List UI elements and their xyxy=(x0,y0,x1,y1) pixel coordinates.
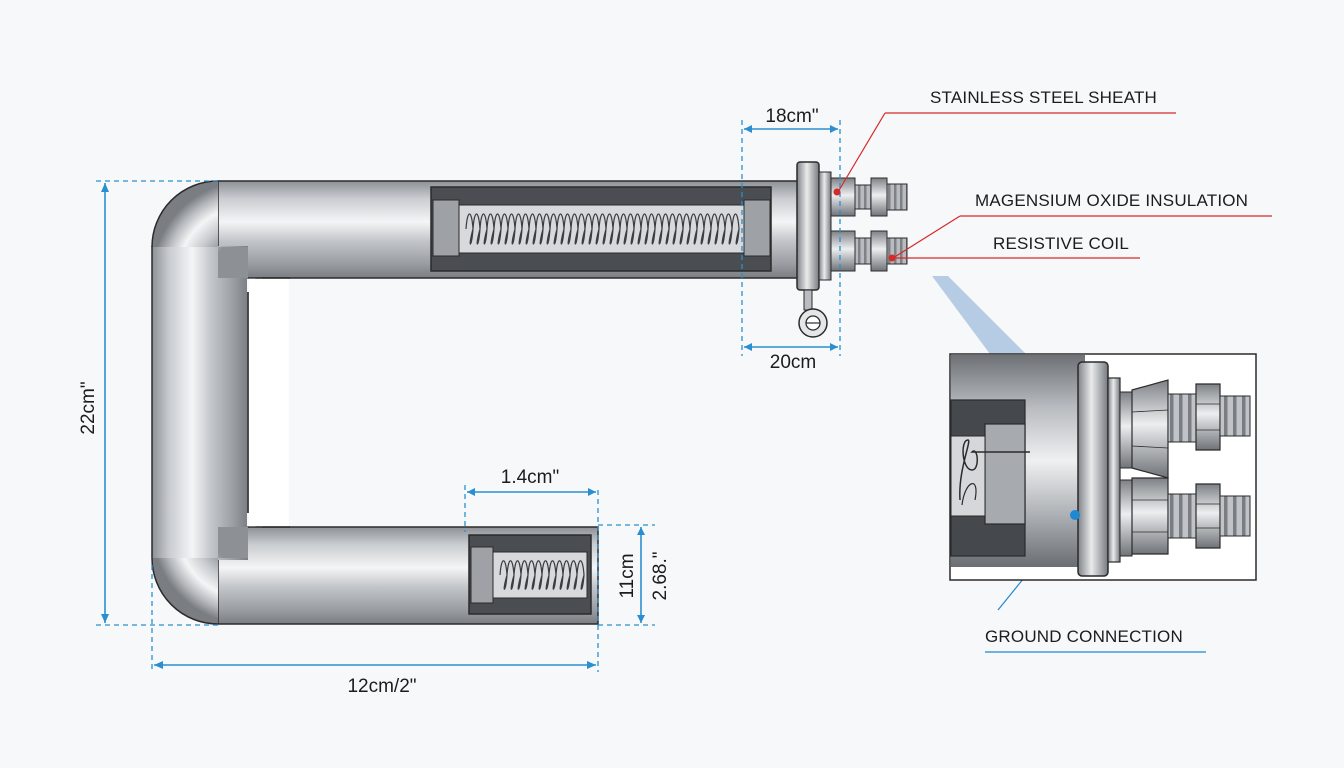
ground-point xyxy=(1070,510,1080,520)
terminal-head xyxy=(796,161,908,338)
callout-insulation: MAGENSIUM OXIDE INSULATION xyxy=(975,191,1248,210)
callout-sheath: STAINLESS STEEL SHEATH xyxy=(930,88,1157,107)
upper-thread xyxy=(886,183,908,211)
bottom-bend xyxy=(152,527,248,624)
top-coil xyxy=(465,213,740,245)
dim-end-height-1: 11cm xyxy=(617,553,638,598)
dim-flange-width: 20cm xyxy=(770,352,816,373)
detail-inset xyxy=(949,353,1257,581)
dim-top-width: 18cm" xyxy=(765,106,818,127)
flange xyxy=(796,161,820,291)
top-bend xyxy=(152,181,248,278)
dim-height: 22cm" xyxy=(78,381,99,434)
bottom-cutaway xyxy=(468,534,592,615)
callout-ground: GROUND CONNECTION xyxy=(985,627,1183,646)
dim-end-height-2: 2.68." xyxy=(650,551,671,600)
top-cutaway xyxy=(430,186,772,272)
callout-coil: RESISTIVE COIL xyxy=(993,234,1129,253)
bottom-coil xyxy=(499,560,585,590)
lower-nut xyxy=(830,230,856,272)
dim-end-width: 1.4cm" xyxy=(501,467,559,488)
dim-bottom-width: 12cm/2" xyxy=(347,676,416,697)
dimensions: 18cm" 20cm 22cm" 12cm/2" 1.4cm" 11cm 2.6… xyxy=(78,106,841,697)
callouts: STAINLESS STEEL SHEATH MAGENSIUM OXIDE I… xyxy=(833,88,1272,653)
left-tube xyxy=(152,246,248,560)
